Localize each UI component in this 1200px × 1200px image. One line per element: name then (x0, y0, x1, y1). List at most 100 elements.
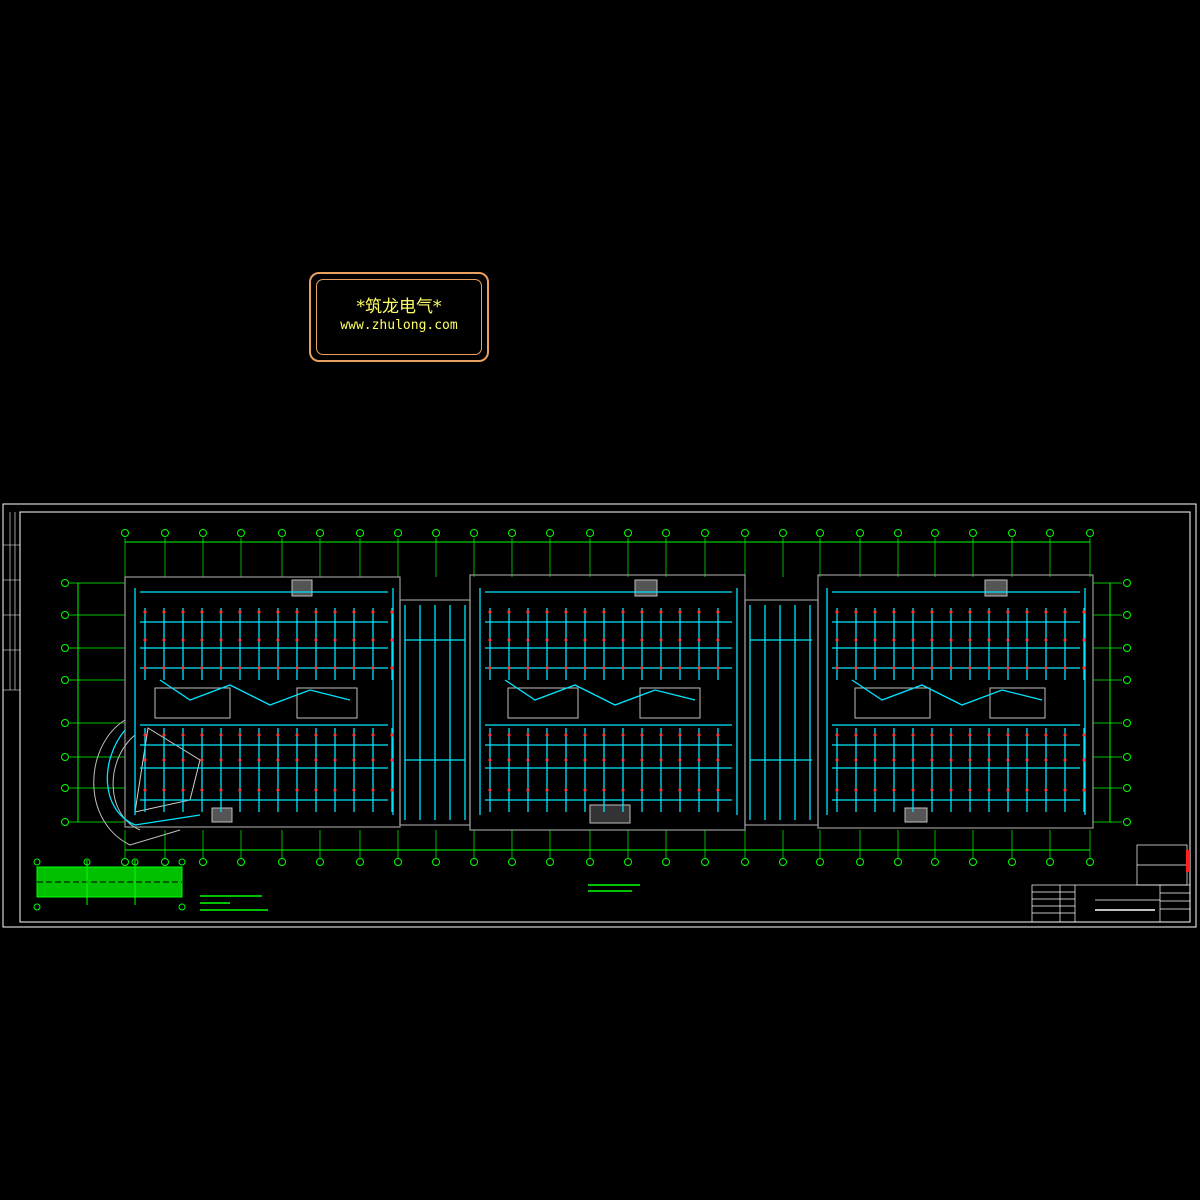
light-fixture (930, 666, 934, 670)
light-fixture (238, 666, 242, 670)
light-fixture (911, 788, 915, 792)
light-fixture (854, 758, 858, 762)
light-fixture (854, 733, 858, 737)
light-fixture (659, 788, 663, 792)
light-fixture (659, 610, 663, 614)
light-fixture (526, 638, 530, 642)
light-fixture (640, 758, 644, 762)
light-fixture (314, 638, 318, 642)
light-fixture (987, 788, 991, 792)
light-fixture (507, 733, 511, 737)
light-fixture (1063, 666, 1067, 670)
ramp-wiring (106, 729, 201, 826)
bottom-axis-bubble (356, 858, 364, 866)
right-grid-axes (1093, 579, 1131, 826)
light-fixture (314, 610, 318, 614)
light-fixture (968, 638, 972, 642)
light-fixture (162, 788, 166, 792)
light-fixture (162, 758, 166, 762)
light-fixture (854, 610, 858, 614)
light-fixture (200, 666, 204, 670)
light-fixture (371, 610, 375, 614)
light-fixture (621, 733, 625, 737)
light-fixture (333, 788, 337, 792)
light-fixture (1063, 788, 1067, 792)
light-fixture (488, 758, 492, 762)
light-fixture (949, 638, 953, 642)
right-axis-bubble (1123, 719, 1131, 727)
light-fixture (564, 758, 568, 762)
light-fixture (507, 758, 511, 762)
light-fixture (835, 666, 839, 670)
light-fixture (1044, 733, 1048, 737)
light-fixture (295, 788, 299, 792)
light-fixture (835, 610, 839, 614)
light-fixture (352, 638, 356, 642)
light-fixture (507, 610, 511, 614)
light-fixture (716, 666, 720, 670)
light-fixture (659, 638, 663, 642)
light-fixture (564, 638, 568, 642)
light-fixture (162, 638, 166, 642)
light-fixture (1044, 638, 1048, 642)
light-fixture (892, 638, 896, 642)
light-fixture (238, 610, 242, 614)
bottom-axis-bubble (546, 858, 554, 866)
light-fixture (564, 733, 568, 737)
building-outline (124, 574, 1094, 831)
light-fixture (390, 666, 394, 670)
light-fixture (526, 610, 530, 614)
bottom-axis-bubble (237, 858, 245, 866)
light-fixture (949, 733, 953, 737)
bottom-axis-bubble (1086, 858, 1094, 866)
watermark-stamp: *筑龙电气* www.zhulong.com (309, 272, 489, 362)
light-fixture (640, 638, 644, 642)
bottom-axis-bubble (969, 858, 977, 866)
light-fixture (143, 758, 147, 762)
top-axis-bubble (741, 529, 749, 537)
light-fixture (659, 666, 663, 670)
light-fixture (352, 758, 356, 762)
light-fixture (930, 638, 934, 642)
right-axis-bubble (1123, 753, 1131, 761)
top-axis-bubble (121, 529, 129, 537)
light-fixture (716, 638, 720, 642)
key-plan (33, 858, 186, 911)
light-fixture (697, 666, 701, 670)
light-fixture (602, 788, 606, 792)
light-fixture (602, 638, 606, 642)
light-fixture (257, 733, 261, 737)
light-fixture (1006, 666, 1010, 670)
light-fixture (930, 788, 934, 792)
light-fixture (162, 610, 166, 614)
light-fixture (987, 733, 991, 737)
top-axis-bubble (894, 529, 902, 537)
light-fixture (987, 610, 991, 614)
light-fixture (219, 788, 223, 792)
light-fixture (276, 733, 280, 737)
light-fixture (564, 666, 568, 670)
light-fixture (835, 788, 839, 792)
light-fixture (583, 638, 587, 642)
top-axis-bubble (662, 529, 670, 537)
light-fixture (564, 610, 568, 614)
light-fixture (488, 638, 492, 642)
light-fixture (854, 788, 858, 792)
bottom-axis-bubble (508, 858, 516, 866)
light-fixture (583, 733, 587, 737)
light-fixture (390, 638, 394, 642)
light-fixture (949, 666, 953, 670)
light-fixture (1025, 666, 1029, 670)
light-fixture (621, 610, 625, 614)
watermark-brand: *筑龙电气* (356, 297, 442, 317)
light-fixture (143, 666, 147, 670)
light-fixture (1006, 788, 1010, 792)
light-fixture (854, 666, 858, 670)
light-fixture (678, 610, 682, 614)
light-fixture (162, 733, 166, 737)
light-fixture (295, 610, 299, 614)
light-fixture (564, 788, 568, 792)
light-fixture (968, 758, 972, 762)
light-fixture (390, 610, 394, 614)
